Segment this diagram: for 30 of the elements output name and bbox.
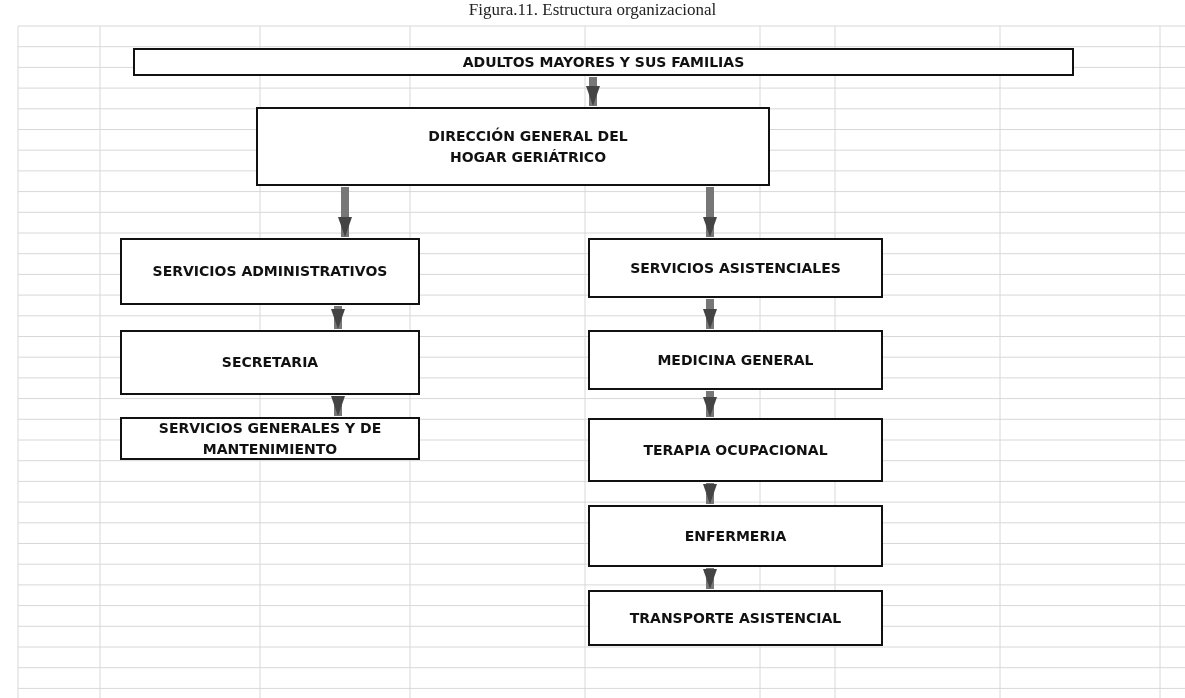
arrow [703, 299, 717, 329]
org-box [588, 238, 883, 298]
org-box [256, 107, 770, 186]
org-box [133, 48, 1074, 76]
org-box [588, 330, 883, 390]
arrow [331, 396, 345, 416]
arrow [703, 568, 717, 589]
arrow [331, 306, 345, 329]
org-box [588, 418, 883, 482]
arrow [703, 483, 717, 504]
box-label: ADULTOS MAYORES Y SUS FAMILIAS [462, 52, 745, 72]
org-box [588, 590, 883, 646]
org-box [120, 417, 420, 460]
box-label: SERVICIOS ADMINISTRATIVOS [152, 262, 388, 282]
box-label: SERVICIOS GENERALES Y DE MANTENIMIENTO [157, 419, 383, 459]
org-box [120, 238, 420, 305]
box-label: TRANSPORTE ASISTENCIAL [629, 608, 842, 628]
box-label: ENFERMERIA [684, 526, 787, 546]
org-box [588, 505, 883, 567]
box-label: TERAPIA OCUPACIONAL [643, 440, 828, 460]
box-label: MEDICINA GENERAL [657, 350, 814, 370]
box-label: SERVICIOS ASISTENCIALES [630, 258, 841, 278]
box-label: DIRECCIÓN GENERAL DEL HOGAR GERIÁTRICO [427, 126, 629, 167]
arrow [703, 187, 717, 237]
arrow [703, 391, 717, 417]
arrow [338, 187, 352, 237]
figure-title: Figura.11. Estructura organizacional [468, 0, 717, 19]
arrow [586, 77, 600, 106]
box-label: SECRETARIA [221, 353, 319, 373]
org-box [120, 330, 420, 395]
